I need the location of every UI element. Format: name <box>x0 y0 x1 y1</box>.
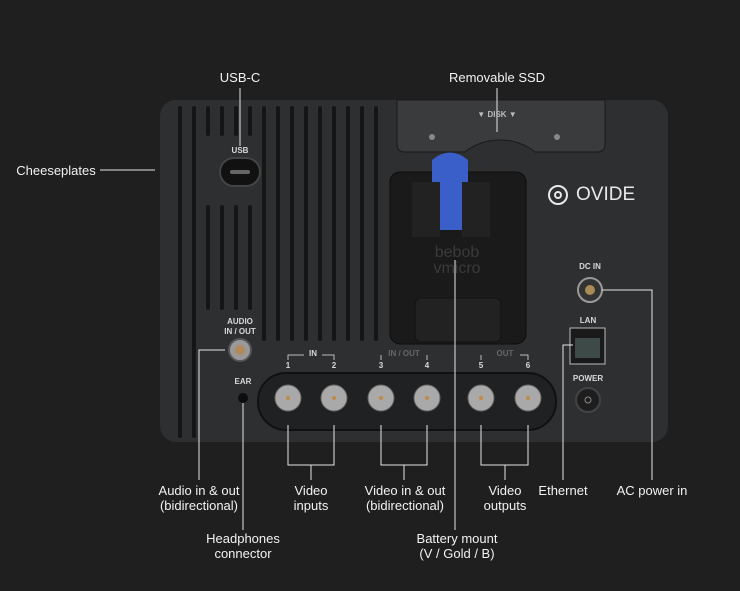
port-number: 1 <box>285 361 291 370</box>
lan-label: LAN <box>579 316 597 325</box>
port-number: 5 <box>478 361 484 370</box>
callout-line: Battery mount <box>416 531 498 546</box>
callout-line: (bidirectional) <box>159 498 239 513</box>
callout-line: Video <box>488 483 522 498</box>
usb-port-label: USB <box>231 146 249 155</box>
group-in-label: IN <box>309 349 317 358</box>
callout-cheeseplates: Cheeseplates <box>16 163 96 178</box>
port-number: 4 <box>424 361 430 370</box>
bnc-connectors <box>274 384 542 412</box>
callout-ac-power: AC power in <box>616 483 688 498</box>
callout-ethernet: Ethernet <box>538 483 588 498</box>
callout-line: outputs <box>483 498 527 513</box>
plate-text: bebob <box>434 244 480 261</box>
group-out-label: OUT <box>496 349 514 358</box>
callout-video-in-out: Video in & out(bidirectional) <box>365 483 446 513</box>
callout-line: Headphones <box>206 531 280 546</box>
ssd-slot <box>396 99 606 153</box>
brand-logo: OVIDE <box>548 184 635 206</box>
port-number: 6 <box>525 361 531 370</box>
callout-usb-c: USB-C <box>219 70 261 85</box>
audio-label-line: IN / OUT <box>224 327 256 336</box>
callout-line: connector <box>214 546 272 561</box>
callout-line: inputs <box>293 498 329 513</box>
callout-removable-ssd: Removable SSD <box>448 70 546 85</box>
ovide-logo-icon <box>548 185 568 205</box>
brand-name: OVIDE <box>576 184 636 205</box>
callout-lines <box>100 88 653 530</box>
dc-in-label: DC IN <box>579 262 601 271</box>
disk-label: ▼ DISK ▼ <box>477 110 517 119</box>
power-label: POWER <box>572 374 604 383</box>
callout-line: Video in & out <box>364 483 446 498</box>
headphone-jack <box>238 393 248 403</box>
callout-audio: Audio in & out(bidirectional) <box>159 483 240 513</box>
bnc-rail <box>257 372 557 431</box>
cooling-vents <box>178 106 378 438</box>
callout-battery-mount: Battery mount(V / Gold / B) <box>417 531 498 561</box>
group-inout-label: IN / OUT <box>388 349 420 358</box>
audio-label-line: AUDIO <box>227 317 253 326</box>
ear-label: EAR <box>234 377 252 386</box>
callout-line: Audio in & out <box>158 483 240 498</box>
plate-text: vmicro <box>433 260 481 277</box>
port-number: 3 <box>378 361 384 370</box>
port-number: 2 <box>331 361 337 370</box>
callout-line: (bidirectional) <box>365 498 445 513</box>
power-button <box>575 387 601 413</box>
callout-line: (V / Gold / B) <box>419 546 495 561</box>
battery-latch <box>432 152 468 230</box>
callout-line: Video <box>294 483 328 498</box>
